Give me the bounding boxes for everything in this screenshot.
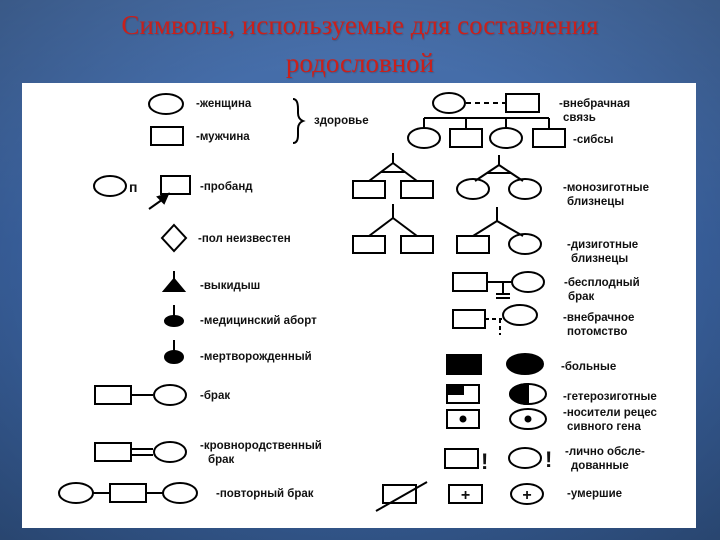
extramarital-label-2: связь: [563, 112, 596, 124]
monozygotic-label-2: близнецы: [567, 196, 624, 208]
examined-label-2: дованные: [571, 460, 629, 472]
affected-label: -больные: [561, 361, 616, 373]
consanguineous-marriage-symbol: [94, 441, 187, 463]
healthy-brace: [292, 98, 306, 144]
monozygotic-label-1: -монозиготные: [563, 182, 649, 194]
consanguineous-label-2: брак: [208, 454, 235, 466]
slide-title-line-2: родословной: [285, 48, 435, 78]
consanguineous-label-1: -кровнородственный: [200, 440, 322, 452]
examined-mark-circle: !: [545, 447, 552, 472]
heterozygous-label: -гетерозиготные: [563, 391, 657, 403]
examined-label-1: -лично обсле-: [565, 446, 645, 458]
affected-symbol: [446, 353, 544, 375]
deceased-plus-circle: +: [522, 487, 531, 504]
miscarriage-symbol: [161, 271, 187, 292]
carriers-label-1: -носители рецес: [563, 407, 657, 419]
sibs-label: -сибсы: [573, 134, 614, 146]
heterozygous-symbol: [446, 382, 547, 406]
medical-abortion-label: -медицинский аборт: [200, 315, 317, 327]
dizygotic-twins-male-symbol: [352, 204, 434, 254]
stillborn-label: -мертворожденный: [200, 351, 312, 363]
extramarital-label-1: -внебрачная: [559, 98, 630, 110]
dizygotic-label-1: -дизиготные: [567, 239, 638, 251]
illegitimate-label-2: потомство: [567, 326, 627, 338]
carrier-symbol: [446, 408, 547, 430]
infertile-label-1: -бесплодный: [564, 277, 640, 289]
monozygotic-twins-male-symbol: [352, 153, 434, 199]
monozygotic-twins-female-symbol: [456, 155, 542, 200]
remarriage-symbol: [58, 482, 198, 504]
slide-title-line-1: Символы, используемые для составления: [121, 10, 599, 40]
sex-unknown-label: -пол неизвестен: [198, 233, 291, 245]
personally-examined-symbol: [444, 447, 542, 469]
miscarriage-label: -выкидыш: [200, 280, 260, 292]
healthy-label: здоровье: [314, 115, 369, 127]
sibs-symbol: [407, 117, 566, 149]
illegitimate-label-1: -внебрачное: [563, 312, 634, 324]
female-label: -женщина: [196, 98, 252, 110]
deceased-symbol: [375, 481, 544, 512]
infertile-marriage-symbol: [452, 271, 545, 299]
deceased-plus-square: +: [461, 487, 470, 504]
dizygotic-twins-mixed-symbol: [456, 207, 542, 255]
stillborn-symbol: [164, 340, 184, 364]
examined-mark-square: !: [481, 449, 488, 474]
carriers-label-2: сивного гена: [567, 421, 641, 433]
marriage-label: -брак: [200, 390, 230, 402]
marriage-symbol: [94, 384, 187, 406]
proband-label: -пробанд: [200, 181, 253, 193]
deceased-label: -умершие: [567, 488, 622, 500]
illegitimate-offspring-symbol: [452, 304, 538, 335]
extramarital-union-symbol: [432, 92, 540, 114]
sex-unknown-symbol: [160, 223, 188, 253]
proband-p-letter: п: [129, 179, 137, 195]
female-symbol: [148, 93, 184, 115]
infertile-label-2: брак: [568, 291, 595, 303]
male-label: -мужчина: [196, 131, 250, 143]
male-symbol: [150, 126, 184, 146]
proband-symbol: [93, 175, 191, 210]
symbols-panel: -женщина -мужчина здоровье п -пробанд -п…: [22, 83, 696, 528]
dizygotic-label-2: близнецы: [571, 253, 628, 265]
remarriage-label: -повторный брак: [216, 488, 314, 500]
pedigree-symbols-chart: -женщина -мужчина здоровье п -пробанд -п…: [58, 92, 657, 512]
medical-abortion-symbol: [164, 305, 184, 327]
